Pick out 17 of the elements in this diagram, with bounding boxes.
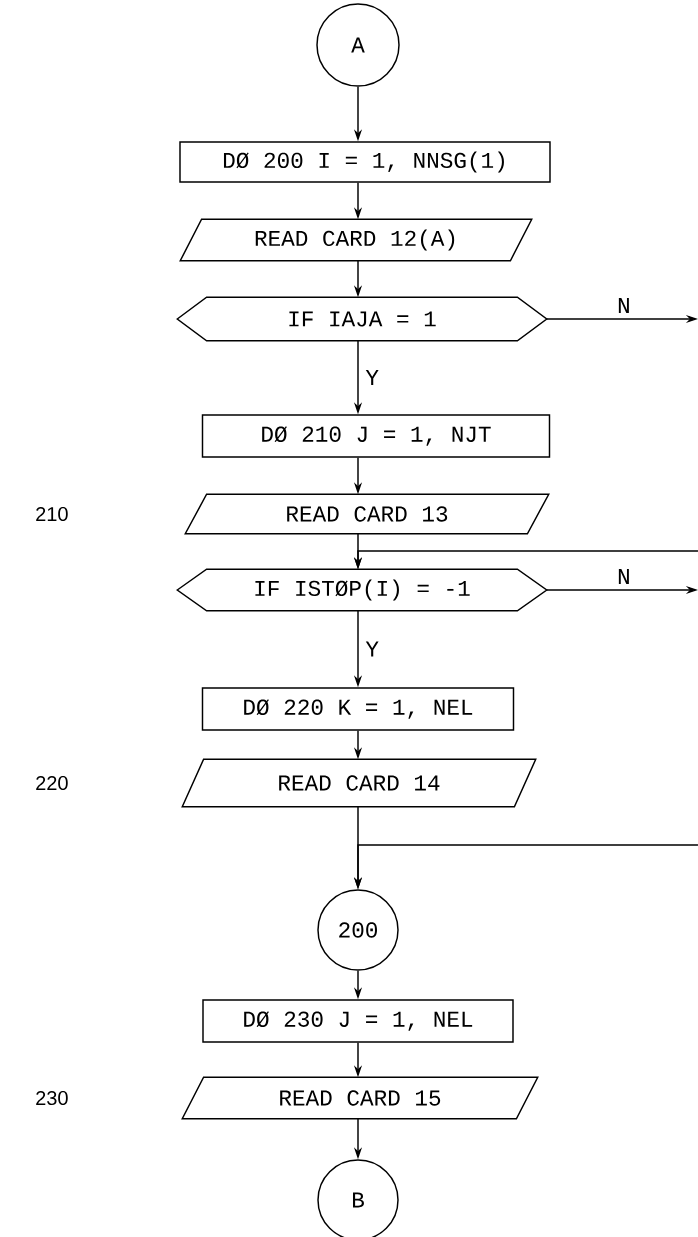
input-parallelogram: READ CARD 13 [184, 493, 550, 535]
edge-label: Y [364, 368, 381, 387]
edge-label: N [615, 296, 632, 315]
decision-hexagon: IF IAJA = 1 [176, 296, 548, 342]
process-box: DØ 210 J = 1, NJT [201, 414, 551, 458]
statement-number: 210 [36, 506, 68, 522]
decision-hexagon: IF ISTØP(I) = -1 [176, 568, 548, 612]
process-box: DØ 230 J = 1, NEL [202, 999, 514, 1043]
input-parallelogram: READ CARD 14 [181, 758, 537, 808]
input-parallelogram: READ CARD 15 [181, 1076, 539, 1120]
edge-label: Y [364, 640, 381, 658]
process-box: DØ 220 K = 1, NEL [201, 687, 515, 731]
statement-number: 230 [36, 1090, 68, 1106]
process-box: DØ 200 I = 1, NNSG(1) [179, 141, 551, 183]
statement-number: 220 [36, 775, 68, 791]
edge-label: N [615, 567, 632, 586]
input-parallelogram: READ CARD 12(A) [179, 218, 533, 262]
